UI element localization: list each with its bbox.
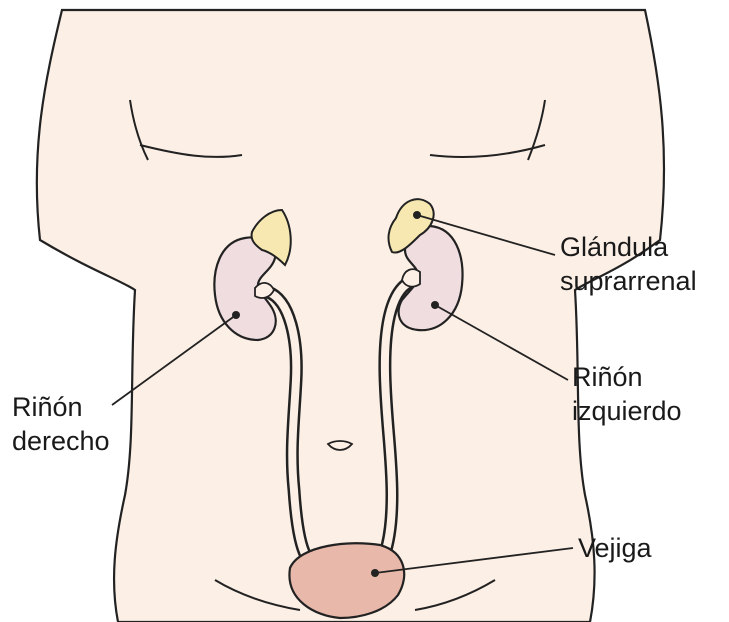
adrenal-gland-label-line-2: suprarrenal (560, 264, 697, 298)
adrenal-leader-dot (413, 211, 421, 219)
adrenal-gland-label-line-1: Glándula (560, 230, 697, 264)
bladder-leader-dot (371, 569, 379, 577)
right-kidney-leader-dot (232, 311, 240, 319)
adrenal-gland-label: Glándula suprarrenal (560, 230, 697, 298)
left-kidney-label-line-1: Riñón (572, 360, 682, 394)
left-kidney-label: Riñón izquierdo (572, 360, 682, 428)
bladder-label: Vejiga (578, 531, 652, 565)
left-kidney-leader-dot (431, 301, 439, 309)
right-kidney-label-line-1: Riñón (12, 390, 110, 424)
left-kidney-label-line-2: izquierdo (572, 394, 682, 428)
right-kidney-label: Riñón derecho (12, 390, 110, 458)
right-kidney-label-line-2: derecho (12, 424, 110, 458)
